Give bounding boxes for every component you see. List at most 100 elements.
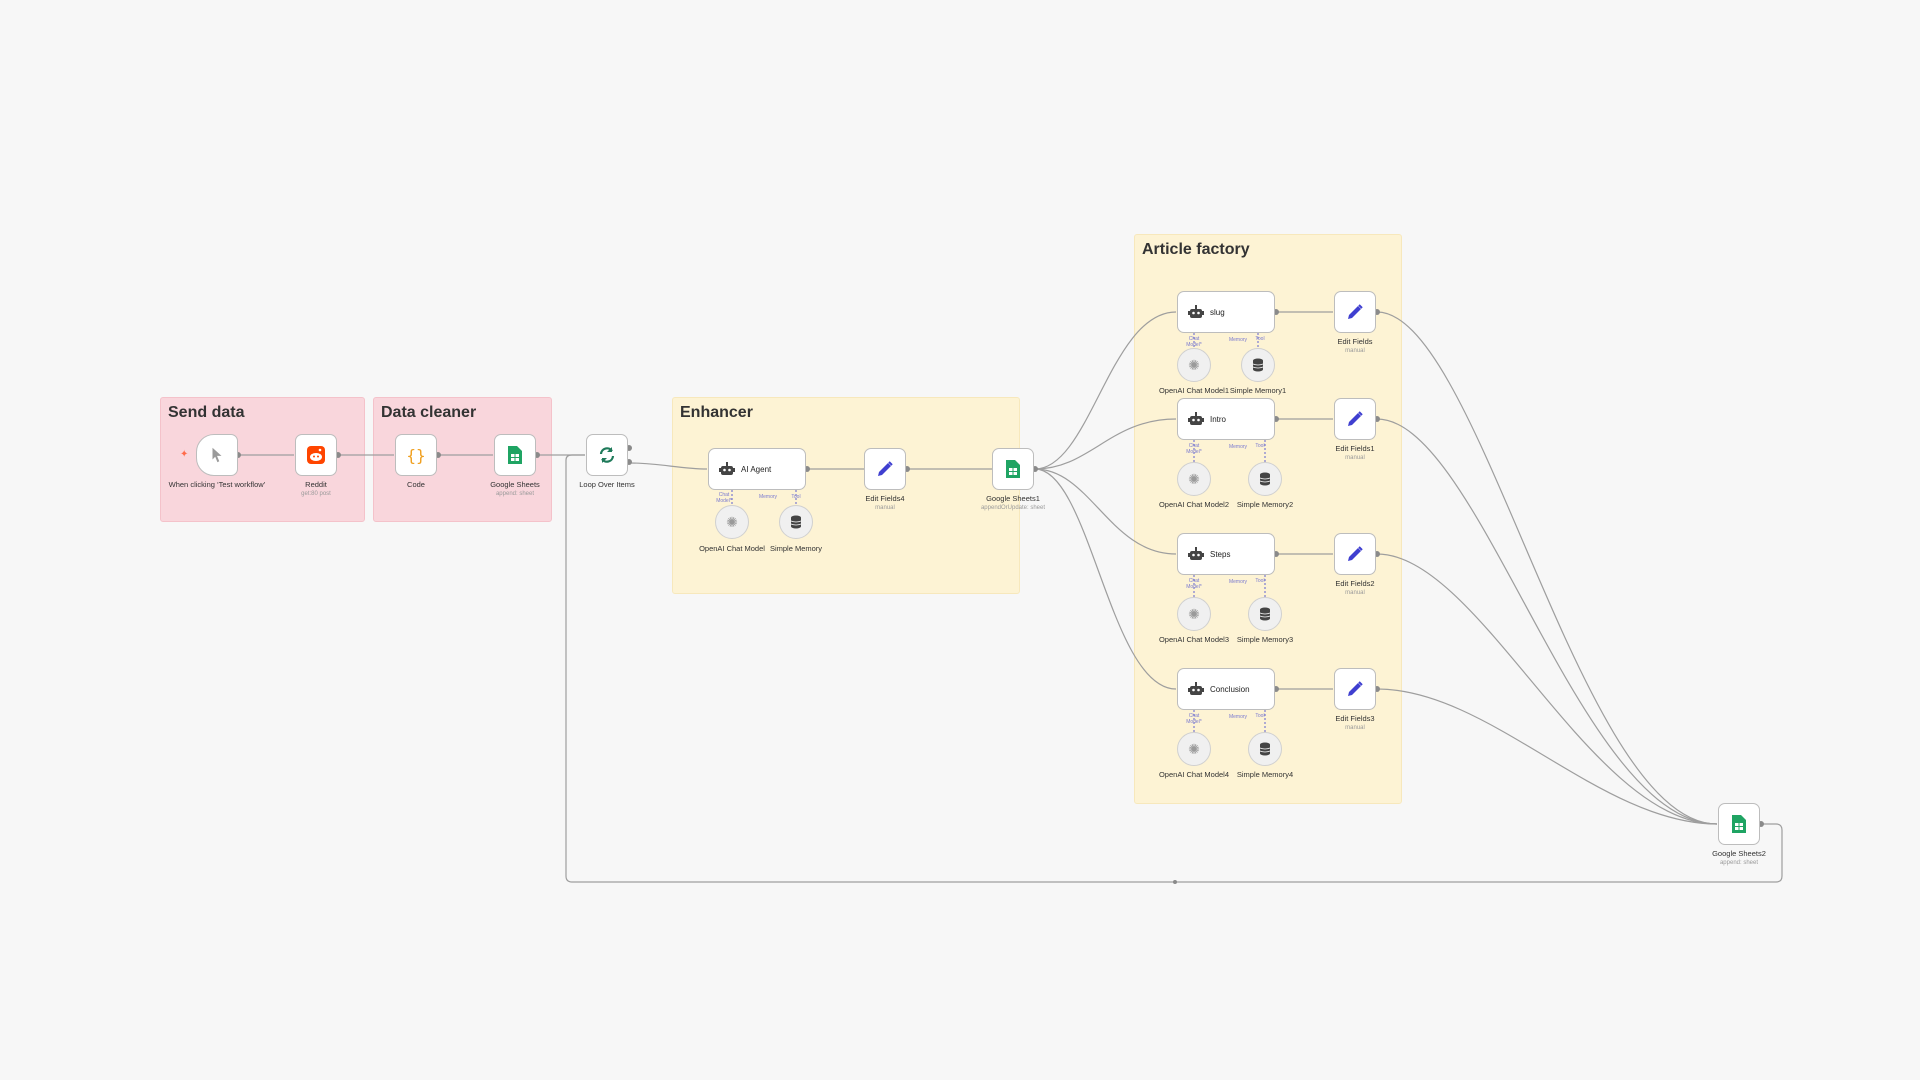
port-memory: Memory bbox=[758, 494, 778, 500]
node-label: Google Sheets2 bbox=[1712, 849, 1766, 858]
edge bbox=[1376, 311, 1718, 825]
openai-icon: ✺ bbox=[726, 513, 738, 530]
node-simple-memory[interactable] bbox=[779, 505, 813, 539]
reddit-icon bbox=[307, 446, 325, 464]
node-simple-memory2[interactable] bbox=[1248, 462, 1282, 496]
node-openai-chat-model4[interactable]: ✺ bbox=[1177, 732, 1211, 766]
node-openai-chat-model[interactable]: ✺ bbox=[715, 505, 749, 539]
node-agent-slug[interactable]: slug bbox=[1177, 291, 1275, 333]
port-tool: Tool bbox=[1255, 578, 1265, 584]
node-simple-memory3[interactable] bbox=[1248, 597, 1282, 631]
robot-icon bbox=[1188, 305, 1204, 318]
node-label: Edit Fields4 bbox=[865, 494, 905, 503]
database-icon bbox=[1252, 358, 1264, 372]
node-label: slug bbox=[1210, 307, 1225, 317]
openai-icon: ✺ bbox=[1188, 470, 1200, 487]
port-chat-model: Chat Model* bbox=[716, 492, 732, 504]
cursor-icon bbox=[212, 447, 222, 463]
node-openai-chat-model2[interactable]: ✺ bbox=[1177, 462, 1211, 496]
port-tool: Tool bbox=[791, 494, 801, 500]
node-label: Simple Memory1 bbox=[1229, 386, 1287, 395]
port-memory: Memory bbox=[1228, 337, 1248, 343]
code-braces-icon: {} bbox=[406, 445, 426, 465]
port-chat-model: Chat Model* bbox=[1186, 578, 1202, 590]
node-label: Simple Memory bbox=[769, 544, 823, 553]
node-label: Google Sheets1 bbox=[986, 494, 1040, 503]
node-agent-intro[interactable]: Intro bbox=[1177, 398, 1275, 440]
robot-icon bbox=[1188, 412, 1204, 425]
group-title: Send data bbox=[168, 404, 245, 421]
edge bbox=[1376, 418, 1718, 825]
robot-icon bbox=[1188, 547, 1204, 560]
node-label: OpenAI Chat Model4 bbox=[1158, 770, 1230, 779]
node-label: Google Sheets bbox=[490, 480, 540, 489]
pencil-icon bbox=[1348, 411, 1363, 426]
port-tool: Tool bbox=[1255, 443, 1265, 449]
node-edit-fields2[interactable] bbox=[1334, 533, 1376, 575]
node-google-sheets2[interactable] bbox=[1718, 803, 1760, 845]
node-google-sheets[interactable] bbox=[494, 434, 536, 476]
pencil-icon bbox=[878, 461, 893, 476]
port-tool: Tool bbox=[1255, 336, 1265, 342]
database-icon bbox=[1259, 607, 1271, 621]
node-label: AI Agent bbox=[741, 464, 772, 474]
node-sublabel: manual bbox=[1345, 348, 1365, 354]
openai-icon: ✺ bbox=[1188, 356, 1200, 373]
node-sublabel: get:80 post bbox=[301, 491, 331, 497]
node-sublabel: appendOrUpdate: sheet bbox=[980, 505, 1046, 511]
node-reddit[interactable] bbox=[295, 434, 337, 476]
node-sublabel: manual bbox=[1345, 455, 1365, 461]
edge bbox=[1376, 553, 1718, 825]
pencil-icon bbox=[1348, 681, 1363, 696]
node-agent-steps[interactable]: Steps bbox=[1177, 533, 1275, 575]
group-title: Enhancer bbox=[680, 404, 753, 421]
database-icon bbox=[1259, 472, 1271, 486]
group-title: Data cleaner bbox=[381, 404, 477, 421]
google-sheets-icon bbox=[1732, 815, 1746, 833]
node-manual-trigger[interactable] bbox=[196, 434, 238, 476]
node-simple-memory4[interactable] bbox=[1248, 732, 1282, 766]
database-icon bbox=[1259, 742, 1271, 756]
node-google-sheets1[interactable] bbox=[992, 448, 1034, 490]
node-label: Steps bbox=[1210, 549, 1231, 559]
node-label: When clicking ‘Test workflow’ bbox=[168, 480, 266, 489]
google-sheets-icon bbox=[1006, 460, 1020, 478]
node-label: Edit Fields1 bbox=[1335, 444, 1375, 453]
group-title: Article factory bbox=[1142, 241, 1250, 258]
node-agent-conclusion[interactable]: Conclusion bbox=[1177, 668, 1275, 710]
pencil-icon bbox=[1348, 546, 1363, 561]
node-label: Code bbox=[407, 480, 425, 489]
node-label: OpenAI Chat Model2 bbox=[1158, 500, 1230, 509]
node-sublabel: manual bbox=[875, 505, 895, 511]
robot-icon bbox=[719, 462, 735, 475]
database-icon bbox=[790, 515, 802, 529]
node-edit-fields[interactable] bbox=[1334, 291, 1376, 333]
port-memory: Memory bbox=[1228, 714, 1248, 720]
port-memory: Memory bbox=[1228, 444, 1248, 450]
node-label: OpenAI Chat Model1 bbox=[1158, 386, 1230, 395]
node-label: Intro bbox=[1210, 414, 1227, 424]
node-label: Edit Fields2 bbox=[1335, 579, 1375, 588]
node-openai-chat-model3[interactable]: ✺ bbox=[1177, 597, 1211, 631]
node-openai-chat-model1[interactable]: ✺ bbox=[1177, 348, 1211, 382]
port-chat-model: Chat Model* bbox=[1186, 443, 1202, 455]
port-memory: Memory bbox=[1228, 579, 1248, 585]
node-edit-fields4[interactable] bbox=[864, 448, 906, 490]
node-label: Edit Fields bbox=[1337, 337, 1373, 346]
node-label: Loop Over Items bbox=[579, 480, 635, 489]
node-label: OpenAI Chat Model bbox=[699, 544, 765, 553]
node-label: OpenAI Chat Model3 bbox=[1158, 635, 1230, 644]
node-edit-fields3[interactable] bbox=[1334, 668, 1376, 710]
node-edit-fields1[interactable] bbox=[1334, 398, 1376, 440]
port-tool: Tool bbox=[1255, 713, 1265, 719]
node-code[interactable]: {} bbox=[395, 434, 437, 476]
node-loop-over-items[interactable] bbox=[586, 434, 628, 476]
node-sublabel: append: sheet bbox=[1719, 860, 1759, 866]
google-sheets-icon bbox=[508, 446, 522, 464]
node-ai-agent[interactable]: AI Agent bbox=[708, 448, 806, 490]
openai-icon: ✺ bbox=[1188, 605, 1200, 622]
port-chat-model: Chat Model* bbox=[1186, 336, 1202, 348]
loop-arrows-icon bbox=[599, 447, 615, 463]
node-simple-memory1[interactable] bbox=[1241, 348, 1275, 382]
